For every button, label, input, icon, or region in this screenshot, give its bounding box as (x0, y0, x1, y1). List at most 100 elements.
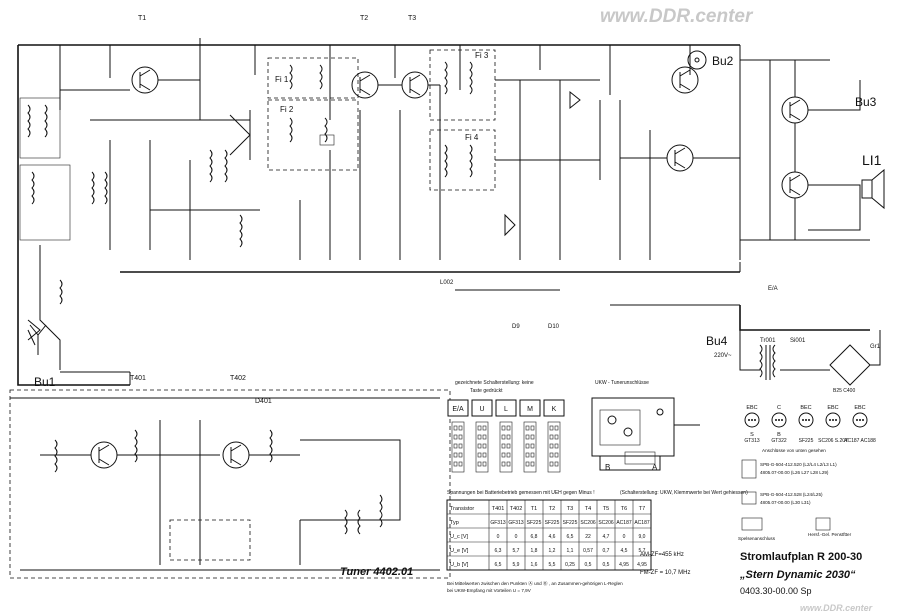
table-cell: 9,0 (639, 534, 646, 540)
transistor-t6 (781, 96, 809, 124)
switch-key-box (495, 399, 517, 417)
table-header-cell: T401 (492, 506, 505, 512)
table-cell: 0 (623, 534, 626, 540)
table-cell: 6,5 (567, 534, 574, 540)
pinout-case (825, 412, 841, 428)
table-cell: 5,9 (513, 562, 520, 568)
svg-text:T3: T3 (408, 15, 416, 22)
table-cell: 6,5 (495, 562, 502, 568)
pinout-letter: S (750, 432, 754, 438)
pinout-type: GT322 (771, 438, 787, 444)
svg-text:D9: D9 (512, 324, 520, 330)
svg-text:LI1: LI1 (862, 152, 882, 168)
transistor-t5 (671, 66, 699, 94)
svg-text:Bu2: Bu2 (712, 54, 734, 68)
switch-contact-block (499, 421, 513, 473)
svg-text:Bu4: Bu4 (706, 334, 728, 348)
table-cell: 0,25 (565, 562, 575, 568)
switch-contact-block (451, 421, 465, 473)
table-header-cell: T5 (603, 506, 609, 512)
if-filter-fi2: Fi 2 (267, 99, 359, 171)
svg-text:Hersf.-Gel. Penstftter: Hersf.-Gel. Penstftter (808, 532, 852, 537)
watermark-top: www.DDR.center (600, 6, 754, 27)
bu1-label: Bu1 (34, 375, 56, 389)
table-header-cell: T2 (549, 506, 555, 512)
pinout-pins: BEC (800, 405, 811, 411)
svg-text:Gr1: Gr1 (870, 344, 881, 350)
switch-contact-block (547, 421, 561, 473)
title-line-2: „Stern Dynamic 2030“ (739, 569, 856, 581)
svg-text:Bei Mittelwerten zwischen den: Bei Mittelwerten zwischen den Punkten Ⓐ … (447, 580, 623, 587)
table-cell: 0,7 (603, 548, 610, 554)
table-cell: 1,2 (549, 548, 556, 554)
switch-key-label: U (479, 406, 484, 413)
table-cell: GF313 (490, 520, 506, 526)
svg-text:bei UKW-Empfang mit Vorteilen: bei UKW-Empfang mit Vorteilen U = 7,9V (447, 588, 532, 593)
svg-text:B25 C400: B25 C400 (833, 388, 855, 394)
transistor-t401 (90, 441, 118, 469)
switch-key-box (519, 399, 541, 417)
pinout-case (852, 412, 868, 428)
title-line-1: Stromlaufplan R 200-30 (740, 551, 862, 563)
svg-text:Si001: Si001 (790, 338, 806, 344)
table-row-label: U_c [V] (450, 534, 469, 540)
svg-text:4805.07-00.00 (L26 L27 L28 L29: 4805.07-00.00 (L26 L27 L28 L29) (760, 470, 829, 475)
transistor-t7 (781, 171, 809, 199)
table-cell: 4,95 (619, 562, 629, 568)
if-filter-fi3: Fi 3 (429, 49, 496, 121)
switch-key-label: L (504, 406, 508, 413)
table-header-cell: T1 (531, 506, 537, 512)
table-cell: 22 (585, 534, 591, 540)
pinout-type: SC206 S.207 (818, 438, 848, 444)
table-cell: SF225 (545, 520, 560, 526)
svg-text:D10: D10 (548, 324, 560, 330)
table-cell: SF225 (563, 520, 578, 526)
table-cell: 6,8 (531, 534, 538, 540)
svg-text:Spelsenanschluss: Spelsenanschluss (738, 536, 776, 541)
title-block: Stromlaufplan R 200-30 „Stern Dynamic 20… (739, 551, 862, 596)
svg-text:UKW - Tunerunschlüsse: UKW - Tunerunschlüsse (595, 380, 649, 386)
transistor-t4 (666, 144, 694, 172)
if-filter-fi1: Fi 1 (267, 57, 359, 99)
connector-bu2: Bu2 (687, 50, 734, 70)
transistor-t1: T1 (131, 15, 159, 94)
speaker-li1: LI1 (861, 152, 885, 210)
pinout-case (771, 412, 787, 428)
table-cell: 5,7 (639, 548, 646, 554)
pinout-pins: C (777, 405, 781, 411)
switch-key-label: E/A (452, 406, 464, 413)
svg-text:Fi 4: Fi 4 (465, 133, 479, 142)
transistor-t2: T2 (351, 15, 379, 99)
table-header-cell: T7 (639, 506, 645, 512)
switch-key-label: K (552, 406, 557, 413)
title-line-3: 0403.30-00.00 Sp (740, 586, 812, 596)
table-cell: SC206 (580, 520, 596, 526)
svg-text:SPB-G-504-412.528 (L24/L25): SPB-G-504-412.528 (L24/L25) (760, 492, 823, 497)
switch-diagram: gezeichnete Schalterstellung: keine Tast… (447, 380, 565, 473)
table-cell: 4,7 (603, 534, 610, 540)
tuner-label: Tuner 4402.01 (340, 566, 413, 578)
transistor-t402 (222, 441, 250, 469)
pinout-pins: EBC (746, 405, 757, 411)
pinout-pins: EBC (854, 405, 865, 411)
table-row-label: U_e [V] (450, 548, 469, 554)
table-header-cell: T402 (510, 506, 523, 512)
svg-text:SPB-G-504-412.520 (L2/L4 L2/L3: SPB-G-504-412.520 (L2/L4 L2/L3 L1) (760, 462, 837, 467)
table-header-cell: T6 (621, 506, 627, 512)
switch-contact-block (523, 421, 537, 473)
svg-text:A: A (652, 463, 658, 472)
svg-text:T401: T401 (130, 375, 146, 382)
table-row-label: U_b [V] (450, 562, 469, 568)
power-supply: Bu4 220V~ Tr001 Si001 Gr1 B25 C400 (706, 330, 881, 394)
svg-text:L002: L002 (440, 280, 454, 286)
connector-legend: Anschlüsse von unten gesehen SPB-G-504-4… (738, 448, 852, 541)
table-cell: SF225 (527, 520, 542, 526)
table-cell: AC187 (634, 520, 650, 526)
table-cell: 0,5 (603, 562, 610, 568)
svg-text:220V~: 220V~ (714, 353, 732, 359)
transistor-voltage-table: Spannungen bei Batteriebetrieb gemessen … (446, 490, 748, 593)
svg-text:D401: D401 (255, 398, 272, 405)
switch-key-box (543, 399, 565, 417)
